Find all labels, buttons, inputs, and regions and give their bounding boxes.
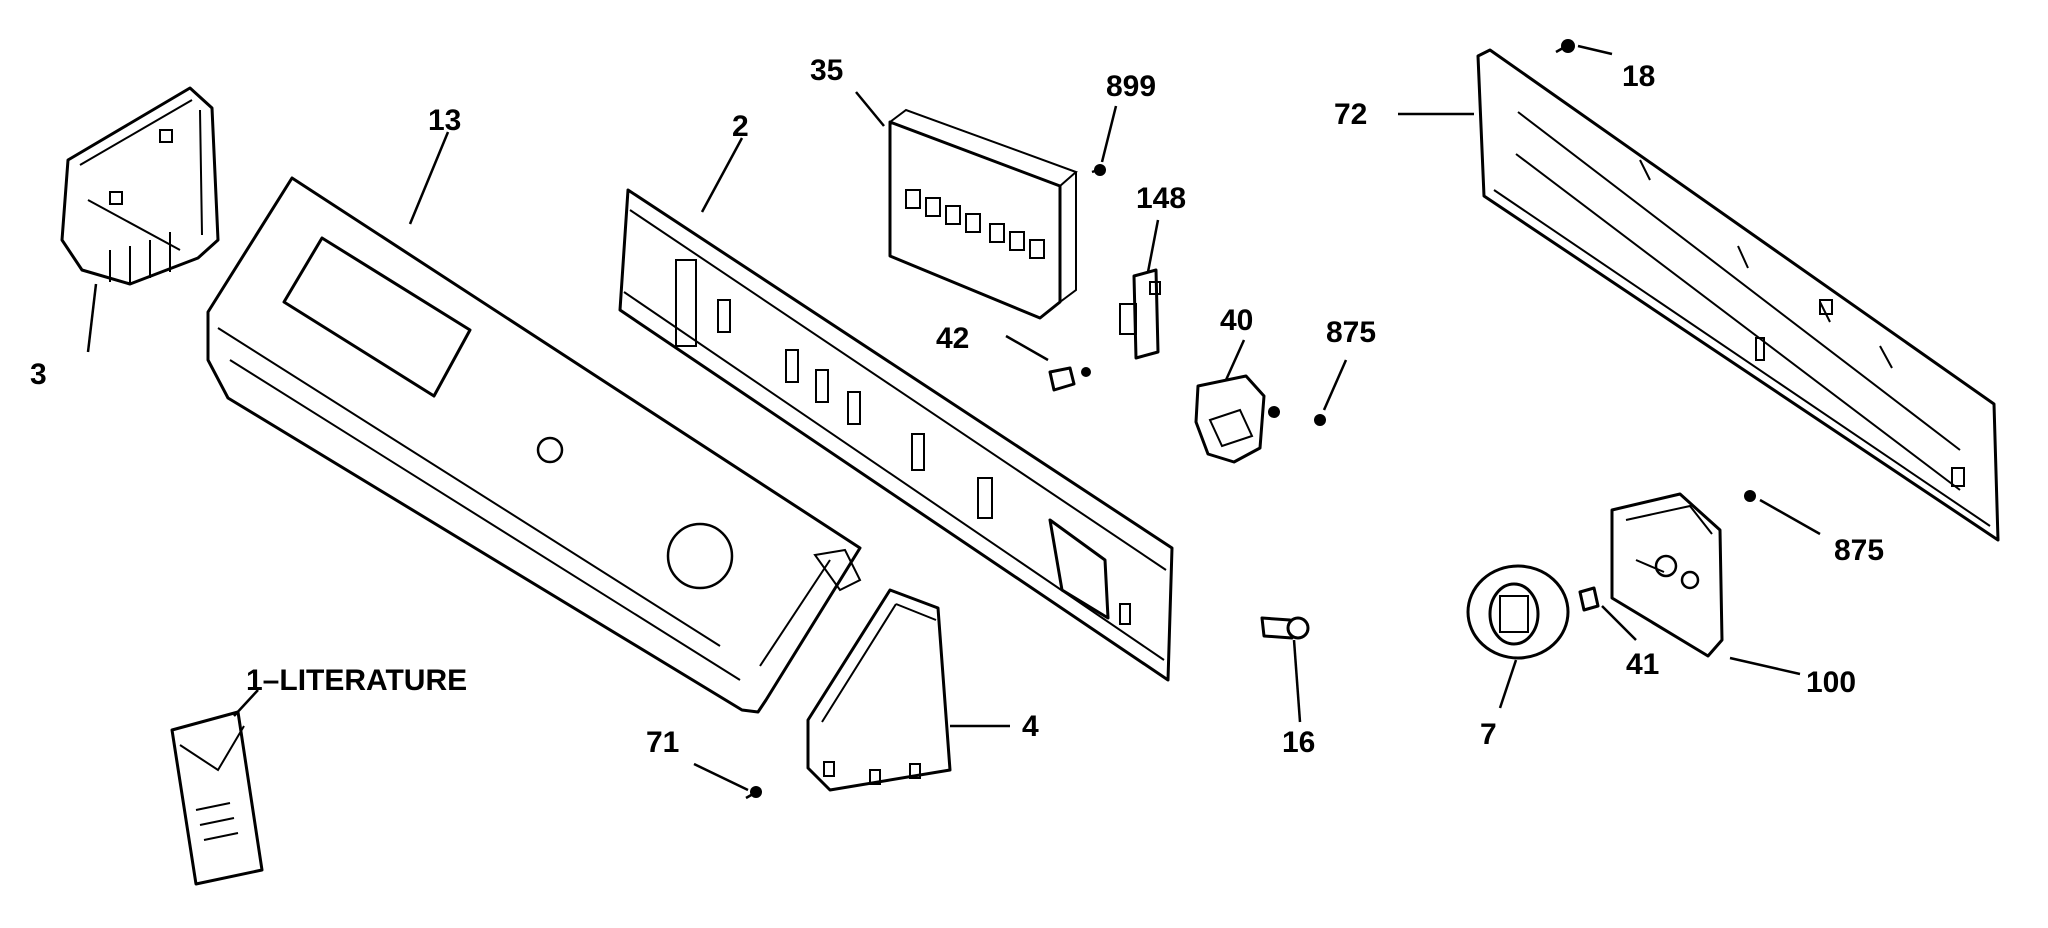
callout-16: 16 bbox=[1282, 726, 1315, 759]
callout-875-upper: 875 bbox=[1326, 316, 1376, 349]
callout-2: 2 bbox=[732, 110, 749, 143]
part-40-selector-switch bbox=[1194, 374, 1280, 464]
part-42-connector bbox=[1048, 366, 1091, 392]
part-899-screw bbox=[1091, 164, 1106, 176]
part-148-switch bbox=[1119, 268, 1161, 360]
part-3-left-end-cap bbox=[60, 86, 220, 286]
callout-18: 18 bbox=[1622, 60, 1655, 93]
callout-labels: 1–LITERATURE 2 3 4 7 13 16 18 35 40 41 4… bbox=[30, 54, 1884, 759]
part-7-knob bbox=[1466, 564, 1570, 660]
part-1-literature bbox=[170, 710, 264, 886]
part-41-spring bbox=[1578, 586, 1600, 612]
part-16-stem bbox=[1260, 616, 1310, 640]
part-4-right-end-cap bbox=[806, 588, 952, 792]
part-2-bracket bbox=[618, 188, 1174, 682]
callout-40: 40 bbox=[1220, 304, 1253, 337]
callout-72: 72 bbox=[1334, 98, 1367, 131]
callout-42: 42 bbox=[936, 322, 969, 355]
callout-35: 35 bbox=[810, 54, 843, 87]
callout-41: 41 bbox=[1626, 648, 1659, 681]
part-72-back-panel bbox=[1476, 48, 2000, 542]
callout-7: 7 bbox=[1480, 718, 1497, 751]
part-18-screw bbox=[1555, 39, 1575, 54]
leader-lines bbox=[86, 44, 1821, 792]
part-13-front-panel bbox=[206, 176, 862, 714]
part-875-screw-lower bbox=[1744, 490, 1756, 502]
part-100-timer bbox=[1610, 492, 1724, 658]
callout-13: 13 bbox=[428, 104, 461, 137]
callout-1-literature: 1–LITERATURE bbox=[246, 664, 467, 697]
callout-3: 3 bbox=[30, 358, 47, 391]
callout-4: 4 bbox=[1022, 710, 1039, 743]
part-35-control-board bbox=[888, 108, 1078, 320]
callout-71: 71 bbox=[646, 726, 679, 759]
callout-100: 100 bbox=[1806, 666, 1856, 699]
callout-875-lower: 875 bbox=[1834, 534, 1884, 567]
callout-899: 899 bbox=[1106, 70, 1156, 103]
part-875-screw-upper bbox=[1314, 414, 1326, 426]
part-71-screw bbox=[745, 786, 762, 800]
callout-148: 148 bbox=[1136, 182, 1186, 215]
